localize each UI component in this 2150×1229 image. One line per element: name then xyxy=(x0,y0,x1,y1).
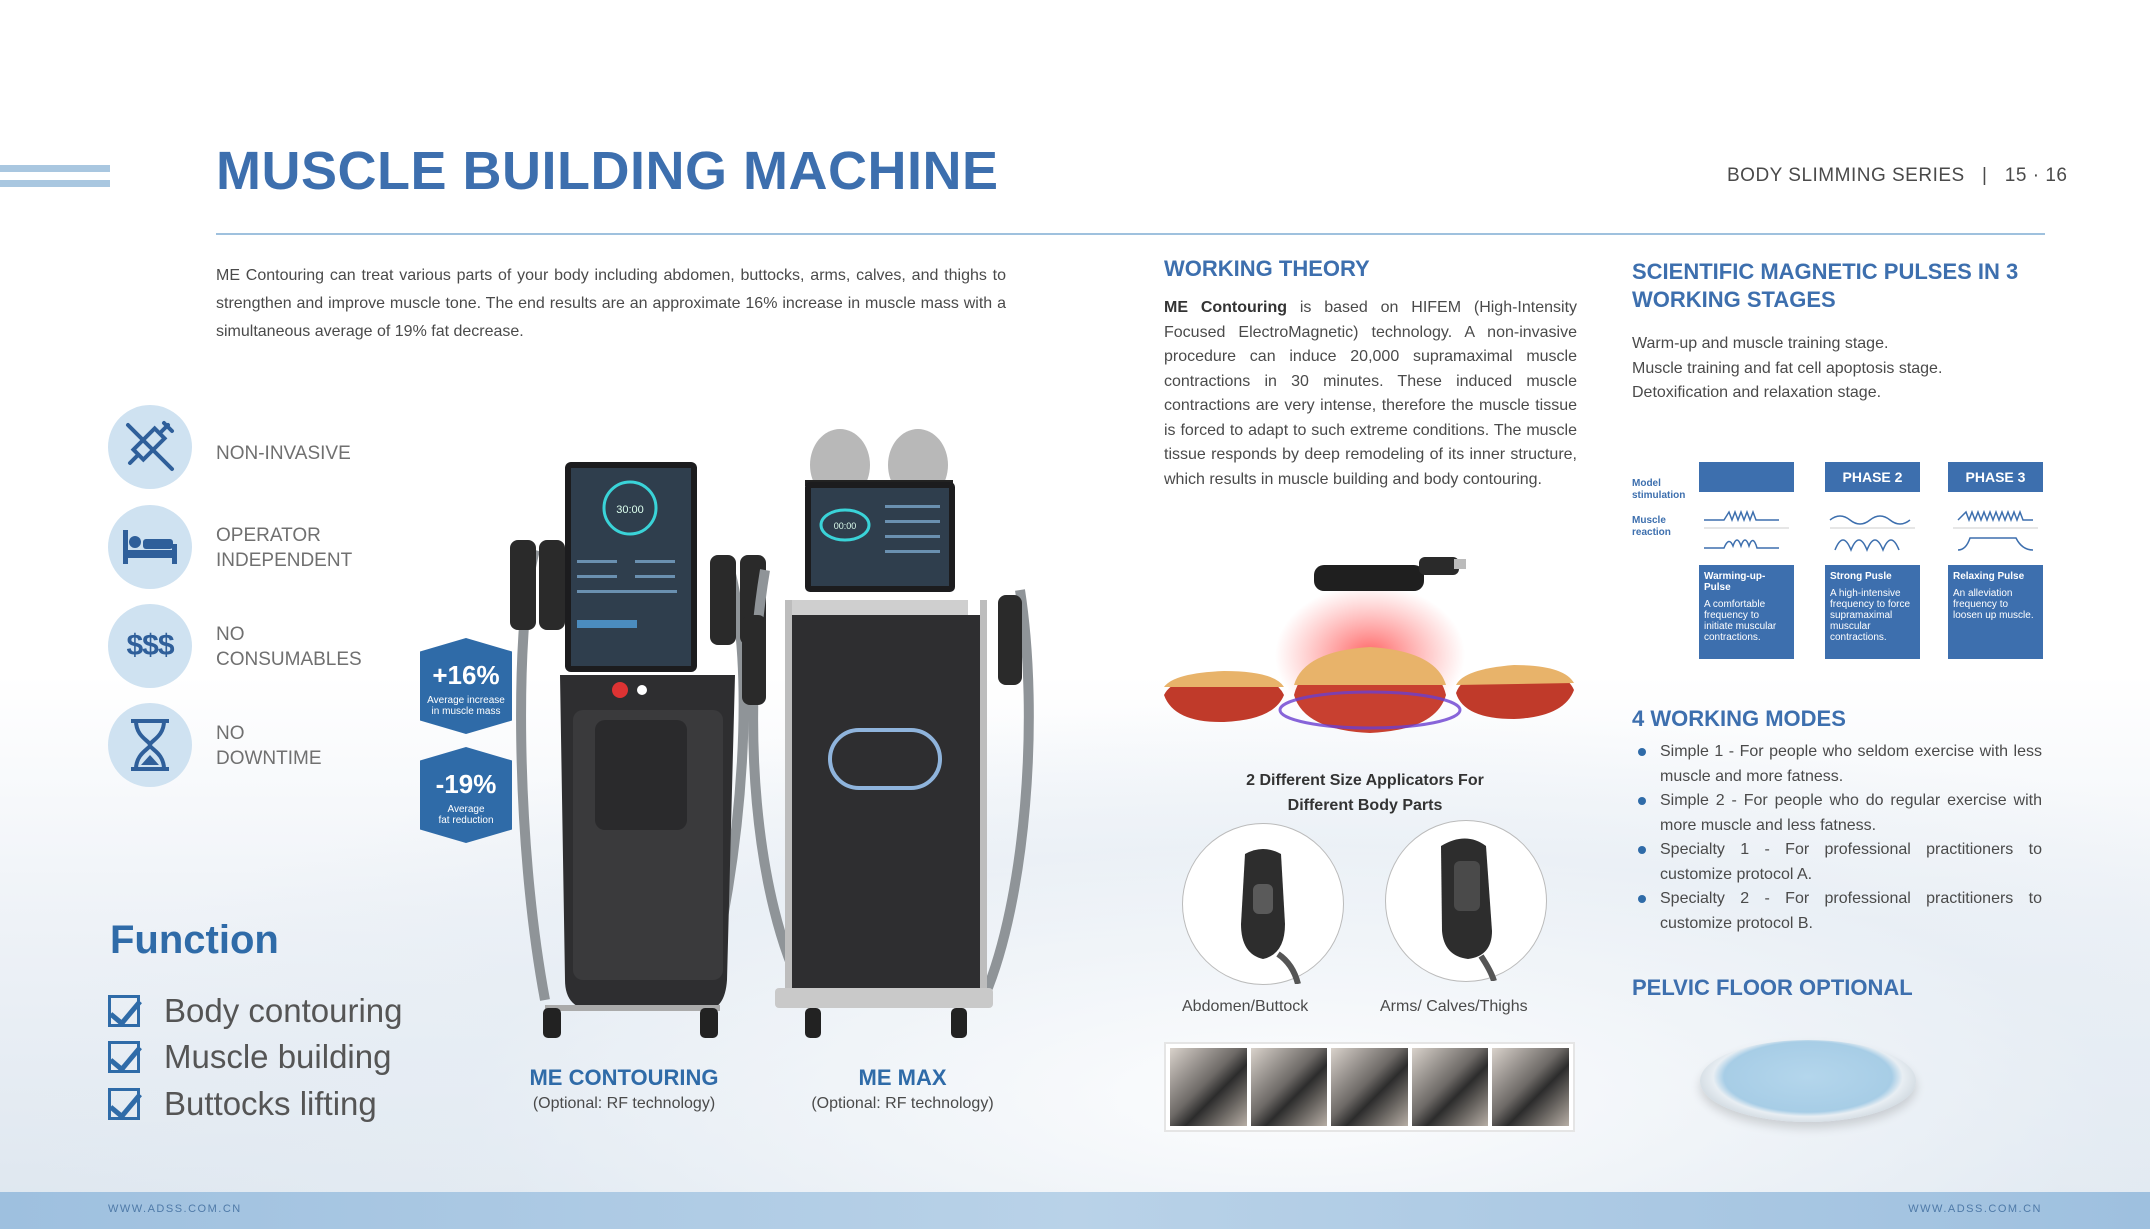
list-item: Simple 1 - For people who seldom exercis… xyxy=(1632,740,2042,789)
me-max-name: ME MAX xyxy=(858,1065,947,1090)
footer-bar: WWW.ADSS.COM.CN WWW.ADSS.COM.CN xyxy=(0,1192,2150,1229)
list-item: Specialty 2 - For professional practitio… xyxy=(1632,887,2042,936)
series-page-number: BODY SLIMMING SERIES | 15 · 16 xyxy=(1727,165,2068,186)
treatment-photo xyxy=(1331,1048,1408,1126)
feature-label-line2: INDEPENDENT xyxy=(216,550,353,571)
treatment-photo xyxy=(1250,1048,1328,1126)
working-modes-list: Simple 1 - For people who seldom exercis… xyxy=(1632,740,2042,936)
feature-label-line1: OPERATOR xyxy=(216,525,321,546)
model-stimulation-label: Model stimulation xyxy=(1632,478,1686,501)
checkbox-icon xyxy=(108,1041,140,1073)
hourglass-icon xyxy=(108,703,192,787)
treatment-photo xyxy=(1170,1048,1247,1126)
function-item: Body contouring xyxy=(108,992,403,1030)
function-item: Buttocks lifting xyxy=(108,1085,377,1123)
me-contouring-name: ME CONTOURING xyxy=(529,1065,719,1090)
phase-2-waveform xyxy=(1829,515,1915,553)
feature-label-line2: DOWNTIME xyxy=(216,748,322,769)
treatment-photo xyxy=(1492,1048,1569,1126)
svg-text:30:00: 30:00 xyxy=(616,504,644,516)
feature-label-line1: NO xyxy=(216,624,245,645)
intro-paragraph: ME Contouring can treat various parts of… xyxy=(216,267,1006,340)
applicator-label-left: Abdomen/Buttock xyxy=(1182,998,1309,1015)
working-modes-title: 4 WORKING MODES xyxy=(1632,706,1846,731)
decorative-lines xyxy=(0,165,110,195)
no-syringe-icon xyxy=(108,405,192,489)
treatment-photos-strip xyxy=(1164,1042,1575,1132)
function-title: Function xyxy=(110,918,279,962)
phase-3-column: PHASE 3 Relaxing Pulse An alleviation fr… xyxy=(1948,462,2043,659)
phase-1-column: Warming-up-Pulse A comfortable frequency… xyxy=(1699,462,1794,659)
phase-2-column: PHASE 2 Strong Pusle A high-intensive fr… xyxy=(1825,462,1920,659)
function-item: Muscle building xyxy=(108,1038,391,1076)
applicator-label-right: Arms/ Calves/Thighs xyxy=(1380,998,1528,1015)
pelvic-chair-image xyxy=(1700,1040,1916,1122)
me-max-option: (Optional: RF technology) xyxy=(811,1095,994,1112)
working-theory-title: WORKING THEORY xyxy=(1164,256,1370,281)
footer-url-right: WWW.ADSS.COM.CN xyxy=(1908,1203,2042,1215)
list-item: Simple 2 - For people who do regular exe… xyxy=(1632,789,2042,838)
applicator-muscle-illustration xyxy=(1164,557,1574,733)
page-title: MUSCLE BUILDING MACHINE xyxy=(216,141,999,201)
me-max-machine: 00:00 xyxy=(742,429,1034,1038)
phase-1-waveform xyxy=(1704,509,1789,549)
feature-label-line1: NO xyxy=(216,723,245,744)
applicators-caption: 2 Different Size Applicators For Differe… xyxy=(1246,772,1484,814)
pulses-title: SCIENTIFIC MAGNETIC PULSES IN 3 WORKING … xyxy=(1632,259,2019,312)
muscle-reaction-label: Muscle reaction xyxy=(1632,515,1671,538)
feature-label-line2: CONSUMABLES xyxy=(216,649,362,670)
muscle-increase-badge: +16% Average increase in muscle mass xyxy=(420,638,512,734)
feature-label: NON-INVASIVE xyxy=(216,443,351,464)
stages-list: Warm-up and muscle training stage. Muscl… xyxy=(1632,335,1943,401)
footer-url-left: WWW.ADSS.COM.CN xyxy=(108,1203,242,1215)
dollar-icon: $$$ xyxy=(108,604,192,688)
checkbox-icon xyxy=(108,995,140,1027)
bed-icon xyxy=(108,505,192,589)
working-theory-text: ME Contouring is based on HIFEM (High-In… xyxy=(1164,299,1578,488)
checkbox-icon xyxy=(108,1088,140,1120)
small-applicator-image xyxy=(1182,823,1344,985)
me-contouring-option: (Optional: RF technology) xyxy=(532,1095,716,1112)
me-contouring-machine: 30:00 xyxy=(510,462,766,1038)
large-applicator-image xyxy=(1385,820,1547,982)
phase-3-waveform xyxy=(1953,509,2038,551)
pelvic-floor-title: PELVIC FLOOR OPTIONAL xyxy=(1632,975,1913,1000)
list-item: Specialty 1 - For professional practitio… xyxy=(1632,838,2042,887)
fat-reduction-badge: -19% Average fat reduction xyxy=(420,747,512,843)
treatment-photo xyxy=(1411,1048,1489,1126)
svg-text:00:00: 00:00 xyxy=(834,521,857,531)
header-rule xyxy=(216,233,2045,235)
machines-illustration: 30:00 00:00 xyxy=(510,429,1034,1038)
